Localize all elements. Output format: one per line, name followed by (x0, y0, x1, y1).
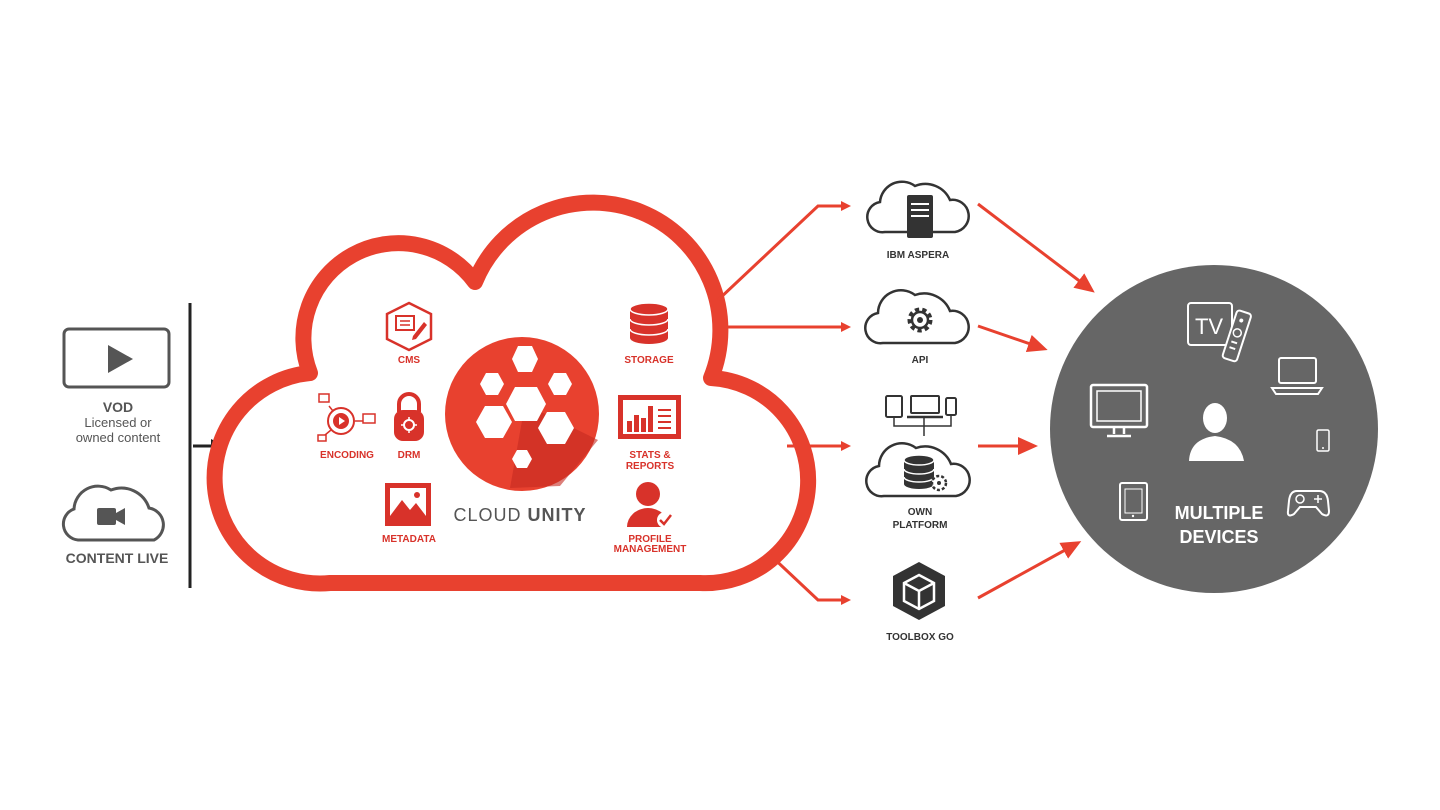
vod-play-icon (62, 327, 171, 389)
devices-title-line1: MULTIPLE (1175, 503, 1264, 523)
toolbox-output: TOOLBOX GO (886, 562, 954, 643)
cms-module: CMS (385, 301, 433, 366)
storage-database-icon (629, 302, 669, 344)
brand-bold: UNITY (528, 505, 587, 525)
profile-module: PROFILE MANAGEMENT (614, 482, 687, 555)
stats-label-line2: REPORTS (626, 461, 675, 472)
vod-title: VOD (103, 399, 133, 415)
multiple-devices-block: TV (1050, 265, 1378, 593)
vod-subtitle-line1: Licensed or (84, 415, 152, 430)
aspera-output: IBM ASPERA (866, 180, 970, 261)
aspera-server-cloud-icon (866, 180, 970, 238)
cloud-unity-brand: CLOUD UNITY (453, 505, 586, 525)
arrow-toolbox-to-devices (977, 541, 1082, 600)
vod-input: VOD Licensed or owned content (62, 327, 171, 445)
laptop-icon (1270, 357, 1324, 395)
toolbox-cube-icon (893, 562, 945, 620)
arrow-to-toolbox (766, 551, 851, 605)
tablet-icon (1119, 482, 1148, 521)
api-output: API (864, 289, 970, 366)
metadata-module: METADATA (382, 483, 436, 545)
own-platform-output: OWN PLATFORM (865, 395, 971, 531)
metadata-image-icon (385, 483, 431, 526)
arrow-to-aspera (716, 201, 851, 302)
own-platform-label-line1: OWN (908, 507, 932, 518)
storage-label: STORAGE (624, 355, 674, 366)
cms-icon (385, 301, 433, 352)
drm-module: DRM (394, 392, 424, 461)
arrow-aspera-to-devices (977, 202, 1095, 293)
toolbox-label: TOOLBOX GO (886, 632, 954, 643)
user-icon (1189, 403, 1244, 461)
encoding-icon (317, 393, 376, 442)
own-platform-label-line2: PLATFORM (893, 520, 948, 531)
profile-user-check-icon (627, 482, 673, 528)
cloud-unity-logo-icon (445, 337, 599, 491)
own-platform-devices-cloud-icon (865, 395, 971, 498)
cms-label: CMS (398, 355, 421, 366)
profile-label-line2: MANAGEMENT (614, 544, 687, 555)
device-arrows (977, 202, 1095, 600)
live-camera-cloud-icon (61, 484, 165, 542)
profile-label-line1: PROFILE (628, 534, 672, 545)
brand-light: CLOUD (453, 505, 521, 525)
monitor-icon (1089, 383, 1149, 438)
live-input: CONTENT LIVE (61, 484, 169, 566)
distribution-arrows (716, 201, 851, 605)
live-title: CONTENT LIVE (66, 550, 169, 566)
cloud-unity-block: CLOUD UNITY CMS (206, 194, 817, 592)
api-label: API (912, 355, 929, 366)
metadata-label: METADATA (382, 534, 436, 545)
smartphone-icon (1316, 429, 1330, 452)
encoding-module: ENCODING (317, 393, 376, 461)
vod-subtitle-line2: owned content (76, 430, 161, 445)
devices-title-line2: DEVICES (1179, 527, 1258, 547)
tv-text: TV (1195, 314, 1223, 339)
aspera-label: IBM ASPERA (887, 250, 949, 261)
storage-module: STORAGE (624, 302, 674, 366)
api-gear-cloud-icon (864, 289, 970, 345)
arrow-api-to-devices (977, 324, 1048, 352)
encoding-label: ENCODING (320, 450, 374, 461)
drm-label: DRM (398, 450, 421, 461)
stats-chart-icon (618, 395, 681, 439)
stats-label-line1: STATS & (629, 450, 670, 461)
gamepad-icon (1286, 490, 1331, 517)
tv-remote-icon: TV (1187, 302, 1252, 363)
drm-lock-icon (394, 392, 424, 441)
stats-module: STATS & REPORTS (618, 395, 681, 472)
